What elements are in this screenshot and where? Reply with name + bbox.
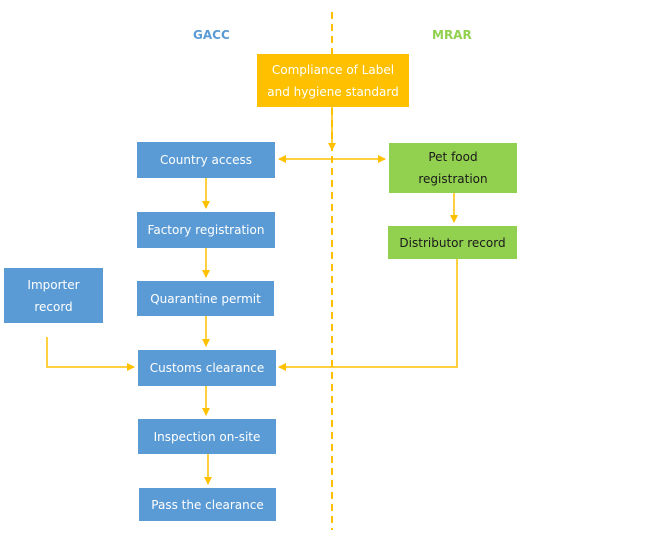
country-access-label: Country access	[160, 153, 252, 167]
pet-food-registration-box: Pet food registration	[389, 143, 517, 193]
compliance-box: Compliance of Label and hygiene standard	[257, 54, 409, 107]
inspection-on-site-label: Inspection on-site	[153, 429, 261, 444]
arrow-importer-to-customs	[46, 337, 135, 371]
pass-the-clearance-box: Pass the clearance	[139, 488, 276, 521]
distributor-record-label: Distributor record	[399, 235, 506, 250]
quarantine-permit-box: Quarantine permit	[137, 281, 274, 316]
factory-registration-box: Factory registration	[137, 212, 275, 248]
customs-clearance-box: Customs clearance	[138, 350, 276, 386]
inspection-on-site-box: Inspection on-site	[138, 419, 276, 454]
importer-record-box: Importer record	[4, 268, 103, 323]
pet-food-registration-label: Pet food registration	[418, 150, 488, 186]
factory-registration-label: Factory registration	[147, 223, 265, 237]
country-access-box: Country access	[137, 142, 275, 178]
importer-record-label: Importer record	[27, 277, 80, 314]
distributor-record-box: Distributor record	[388, 226, 517, 259]
pass-the-clearance-label: Pass the clearance	[151, 497, 264, 512]
compliance-label: Compliance of Label and hygiene standard	[267, 62, 399, 99]
gacc-lane-title: GACC	[193, 28, 230, 42]
quarantine-permit-label: Quarantine permit	[150, 291, 261, 306]
customs-clearance-label: Customs clearance	[149, 361, 265, 375]
mrar-lane-title: MRAR	[432, 28, 472, 42]
arrow-distributor-to-customs	[278, 259, 458, 371]
